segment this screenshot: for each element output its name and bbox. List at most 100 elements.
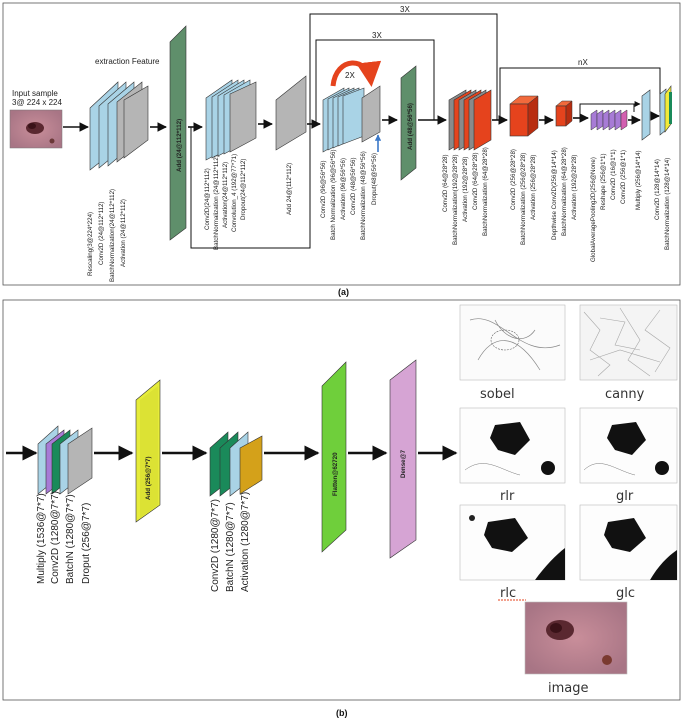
block7-label-0: GlobalAveragePooling2D(256@None) — [590, 157, 597, 262]
b-block2-label-0: Conv2D (1280@7*7) — [210, 499, 221, 592]
loop-3x-outer-line — [309, 13, 498, 124]
block4-label-1: BatchNormalization(192@28*28) — [452, 154, 459, 245]
block4-label-3: Conv2D (64@28*28) — [472, 152, 479, 210]
block4-label-0: Conv2D (64@28*28) — [442, 154, 449, 212]
block6-layer — [555, 100, 573, 127]
thumb-image-label: image — [548, 681, 589, 696]
block9-layers — [659, 85, 672, 136]
block1-labels: Rescaling(3@224*224) Conv2D (24@112*112)… — [87, 189, 127, 282]
thumb-sobel-label: sobel — [480, 387, 515, 402]
loop-2x-label: 2X — [345, 71, 355, 80]
thumb-glc: glc — [579, 504, 678, 601]
block7-label-1: Reshape (256@1*1) — [600, 153, 607, 210]
b-dense-label: Dense@7 — [400, 449, 407, 478]
b-flatten-layer: Flatten@62720 — [321, 361, 347, 553]
input-sample-image — [9, 109, 63, 149]
block5-label-0: Conv2D (256@28*28) — [510, 149, 517, 210]
extraction-title: extraction Feature — [95, 57, 160, 66]
thumb-rlr: rlr — [459, 407, 566, 504]
panel-a-caption: (a) — [338, 287, 349, 297]
b-block2-labels: Conv2D (1280@7*7) BatchN (1280@7*7) Acti… — [210, 492, 251, 592]
block6-label-2: Activation (192@28*28) — [571, 155, 578, 220]
block4-layers — [448, 89, 492, 151]
add2-layer: Add 24@(112*112) — [275, 75, 307, 215]
panel-a: Input sample 3@ 224 x 224 extraction Fea… — [2, 2, 681, 297]
block5-labels: Conv2D (256@28*28) BatchNormalization (2… — [510, 149, 537, 245]
thumb-glc-label: glc — [616, 586, 635, 601]
b-block1-layers — [37, 425, 93, 495]
b-block1-label-1: Conv2D (1280@7*7) — [50, 491, 61, 584]
loop-3x-outer-label: 3X — [400, 5, 410, 14]
block6-labels: Depthwise Conv2D(256@14*14) BatchNormali… — [551, 147, 578, 240]
thumb-rlc: rlc — [459, 504, 566, 601]
thumb-image: image — [524, 601, 628, 696]
input-size: 3@ 224 x 224 — [12, 98, 62, 107]
add3-layer: Add (48@56*56) — [400, 65, 417, 181]
block5-layer — [509, 95, 539, 137]
b-block1-labels: Multiply (1536@7*7) Conv2D (1280@7*7) Ba… — [36, 491, 92, 584]
b-block2-layers — [209, 431, 263, 497]
block1-label-0: Rescaling(3@224*224) — [87, 212, 94, 276]
block1-label-2: BatchNormalization(24@112*112) — [109, 189, 116, 282]
block2-layers — [205, 79, 257, 161]
block3-labels: Conv2D (96@56*56) Batch Normalization (9… — [320, 149, 378, 240]
add1-label: Add (24@112*112) — [176, 119, 183, 172]
block3-layers — [322, 85, 381, 153]
thumb-canny-label: canny — [605, 387, 645, 402]
b-add-label: Add (256@7*7) — [145, 456, 152, 500]
block3-label-1: Batch Normalization (96@56*56) — [330, 149, 337, 240]
loop-3x-inner-line — [315, 39, 435, 124]
block2-label-3: Convolution_4 (192@77*71) — [231, 154, 238, 232]
block5-label-2: Activation (256@28*28) — [530, 155, 537, 220]
b-add-layer: Add (256@7*7) — [135, 379, 161, 523]
block1-layers — [89, 81, 149, 171]
block6-label-1: BatchNormalization (64@28*28) — [561, 147, 568, 236]
block8-layer: Multiply (256@14*14) — [635, 89, 651, 210]
thumb-glr-label: glr — [616, 489, 634, 504]
thumb-glr: glr — [579, 407, 678, 504]
b-block1-label-2: BatchN (1280@7*7) — [65, 494, 76, 584]
block9-label-0: Conv2D (128@14*14) — [654, 159, 661, 220]
panel-b-caption: (b) — [336, 708, 348, 718]
block7-label-3: Conv2D (256@1*1) — [620, 150, 627, 204]
b-dense-layer: Dense@7 — [389, 359, 417, 559]
skip-line-block2 — [190, 124, 311, 249]
b-flatten-label: Flatten@62720 — [332, 452, 339, 496]
b-block1-label-3: Droput (256@7*7) — [81, 503, 92, 584]
block5-label-1: BatchNormalization (256@28*28) — [520, 153, 527, 245]
b-block2-label-1: BatchN (1280@7*7) — [225, 502, 236, 592]
block3-label-3: Conv2D (48@56*56) — [350, 157, 357, 215]
block4-labels: Conv2D (64@28*28) BatchNormalization(192… — [442, 147, 489, 245]
add3-label: Add (48@56*56) — [407, 103, 414, 150]
dropout3-label: Droput(48@56*56) — [371, 153, 378, 205]
b-block1-label-0: Multiply (1536@7*7) — [36, 493, 47, 584]
block2-label-4: Dropout(24@112*112) — [240, 159, 247, 220]
loop-nx-line — [499, 67, 661, 120]
block2-labels: Conv2D(24@112*112) BatchNormalization (2… — [204, 154, 247, 250]
block7-label-2: Conv2D (16@1*1) — [610, 149, 617, 200]
block8-label-0: Multiply (256@14*14) — [635, 150, 642, 210]
block3-label-0: Conv2D (96@56*56) — [320, 160, 327, 218]
block3-label-2: Activation (96@56*56) — [340, 158, 347, 220]
add2-label: Add 24@(112*112) — [286, 163, 293, 215]
block9-label-1: BatchNormalization (128@14*14) — [664, 158, 671, 250]
block7-labels: GlobalAveragePooling2D(256@None) Reshape… — [590, 149, 627, 262]
block7-layers — [590, 109, 628, 131]
block2-label-2: Activation(24@112*112) — [222, 162, 229, 228]
loop-2x-icon: 2X — [330, 60, 382, 87]
input-title: Input sample — [12, 89, 58, 98]
b-block2-label-2: Activation (1280@7*7) — [240, 492, 251, 592]
loop-nx-label: nX — [578, 58, 588, 67]
thumb-canny: canny — [579, 304, 678, 402]
thumb-rlr-label: rlr — [500, 489, 515, 504]
block9-labels: Conv2D (128@14*14) BatchNormalization (1… — [654, 158, 671, 250]
thumb-sobel: sobel — [459, 304, 566, 402]
loop-3x-inner-label: 3X — [372, 31, 382, 40]
block2-label-1: BatchNormalization (24@112*112) — [213, 155, 220, 250]
se-skip-line — [579, 103, 635, 118]
thumb-rlc-label: rlc — [500, 586, 516, 601]
block4-label-4: BatchNormalization (64@28*28) — [482, 147, 489, 236]
add1-layer: Add (24@112*112) — [169, 25, 187, 241]
panel-a-frame — [2, 2, 681, 286]
block1-label-3: Activation (24@112*112) — [120, 199, 127, 267]
